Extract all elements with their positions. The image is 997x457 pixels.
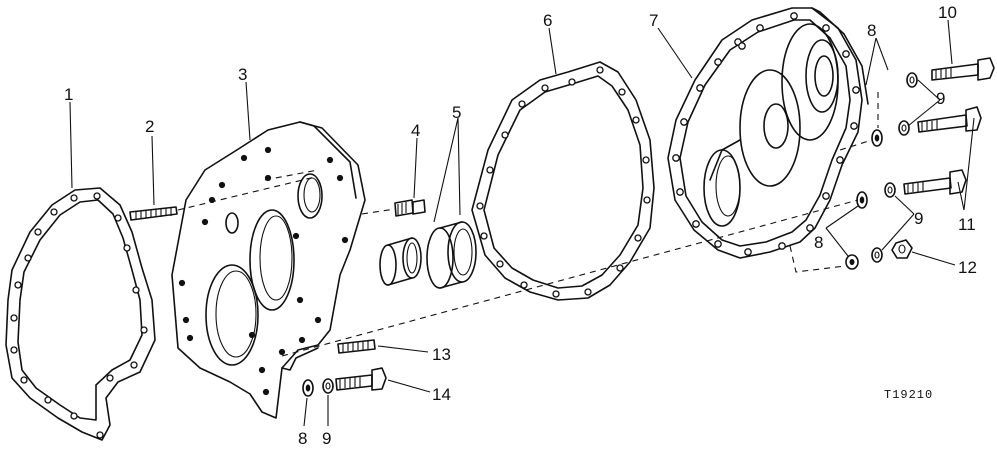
figure-number: T19210 [884, 388, 933, 402]
callout-10: 10 [938, 3, 957, 22]
part-11-bolts [903, 106, 982, 195]
callout-8-lower: 8 [298, 429, 307, 448]
part-7-gear-cover [667, 7, 869, 259]
assembly-center-lines [281, 92, 879, 357]
cover-7-bolt-holes [672, 12, 860, 256]
part-14-bolt [335, 367, 387, 391]
callout-9-middle: 9 [914, 209, 923, 228]
callout-8-upper: 8 [867, 21, 876, 40]
callout-6: 6 [543, 11, 552, 30]
part-13-stud [337, 339, 376, 354]
part-12-nut [891, 239, 913, 259]
part-8-washers [302, 129, 883, 397]
callout-labels: 1 2 3 4 5 6 7 8 9 10 8 9 11 12 13 14 8 9… [64, 3, 977, 448]
callout-14: 14 [432, 385, 451, 404]
callout-11: 11 [958, 215, 976, 234]
part-5-bushings [379, 221, 477, 289]
callout-1: 1 [64, 85, 73, 104]
part-1-gasket [5, 187, 156, 441]
leader-lines [69, 19, 975, 427]
part-3-adapter-plate [171, 121, 366, 419]
part-6-gasket [471, 61, 655, 301]
part-4-bolt [361, 199, 426, 217]
part-9-lock-washers [322, 72, 918, 394]
callout-2: 2 [145, 117, 154, 136]
plate-3-bolt-holes [178, 146, 349, 396]
callout-12: 12 [958, 258, 977, 277]
part-2-stud [129, 176, 316, 221]
gasket-6-bolt-holes [476, 66, 651, 298]
callout-9-lower: 9 [322, 429, 331, 448]
callout-8-middle: 8 [814, 233, 823, 252]
callout-7: 7 [649, 11, 658, 30]
callout-5: 5 [452, 103, 461, 122]
callout-4: 4 [411, 121, 420, 140]
callout-13: 13 [432, 345, 451, 364]
callout-3: 3 [238, 65, 247, 84]
gasket-1-bolt-holes [10, 192, 148, 439]
part-10-bolt [931, 57, 995, 81]
callout-9-upper: 9 [936, 89, 945, 108]
